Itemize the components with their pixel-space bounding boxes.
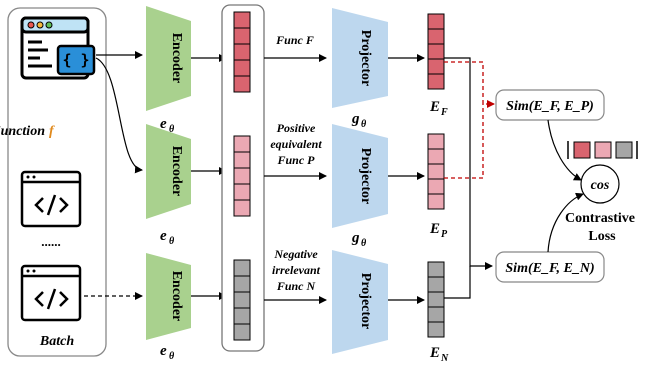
encoder-label: Encoder [169,33,184,84]
encoder-f: Encoder [146,6,191,111]
svg-text:E: E [429,221,440,237]
sim-negative-box [495,251,605,283]
path-label-p-line: equivalent [270,137,322,151]
embedding-vector-n [427,261,445,338]
feature-vector-p [233,135,251,217]
code-file-icon [20,170,82,228]
encoder-label: Encoder [169,271,184,322]
loss-label-line: Loss [588,229,616,244]
batch-caption: Batch [39,334,74,349]
cos-label: cos [591,178,610,193]
arrow-ep-to-sim-positive [444,104,484,179]
path-label-p-line: Func P [276,153,315,167]
svg-text:E: E [429,345,440,361]
encoder-p: Encoder [146,124,191,219]
svg-text:e: e [160,228,167,244]
feature-vector-f [233,11,251,93]
embedding-label-p: E P [429,221,448,240]
projector-n: Projector [332,250,388,354]
arrow-en-to-sim-negative [444,266,471,299]
svg-text:P: P [441,229,448,240]
projector-f: Projector [332,8,388,108]
svg-text:θ: θ [169,351,175,362]
arrow-ef-to-sim-positive [444,61,495,108]
projector-param: g θ [351,230,367,249]
embedding-vector-f [427,13,445,90]
path-label-n-line: Func N [276,279,317,293]
path-label-f: Func F [275,33,314,47]
embedding-label-n: E N [429,345,449,364]
svg-text:θ: θ [169,236,175,247]
cos-circle [580,164,620,204]
path-label-p-line: Positive [277,121,316,135]
code-file-icon [20,264,82,322]
path-label-n-line: Negative [273,247,318,261]
arrow-to-encoder-p [95,57,143,174]
function-symbol: f [49,124,55,139]
projector-label: Projector [358,273,373,329]
encoder-param: e θ [160,343,175,362]
sim-positive-label: Sim(E_F, E_P) [506,99,594,114]
sim-positive-box [495,89,605,121]
loss-label-line: Contrastive [565,211,635,226]
svg-text:θ: θ [361,238,367,249]
svg-text:g: g [351,111,360,127]
function-label: Function [0,124,45,139]
encoder-n: Encoder [146,253,191,340]
svg-text:g: g [351,230,360,246]
svg-text:E: E [429,99,440,115]
encoder-param: e θ [160,116,175,135]
feature-vector-n [233,259,251,341]
batch-ellipsis: ...... [41,234,61,249]
svg-text:N: N [440,353,449,364]
svg-text:e: e [160,116,167,132]
svg-text:θ: θ [169,124,175,135]
svg-text:e: e [160,343,167,359]
projector-label: Projector [358,30,373,86]
embedding-legend [567,141,638,159]
svg-text:{ }: { } [62,51,89,69]
encoder-param: e θ [160,228,175,247]
sim-negative-label: Sim(E_F, E_N) [505,261,594,276]
arrow-sim-positive-to-cos [547,119,582,181]
arrow-sim-negative-to-cos [547,192,584,253]
path-label-n-line: irrelevant [272,263,321,277]
svg-text:θ: θ [361,119,367,130]
svg-text:F: F [440,107,448,118]
projector-label: Projector [358,148,373,204]
embedding-label-f: E F [429,99,448,118]
encoder-label: Encoder [169,146,184,197]
code-window-icon: { } [20,16,96,80]
projector-param: g θ [351,111,367,130]
projector-p: Projector [332,124,388,228]
arrow-ef-to-sim-negative [444,57,493,270]
embedding-vector-p [427,133,445,210]
